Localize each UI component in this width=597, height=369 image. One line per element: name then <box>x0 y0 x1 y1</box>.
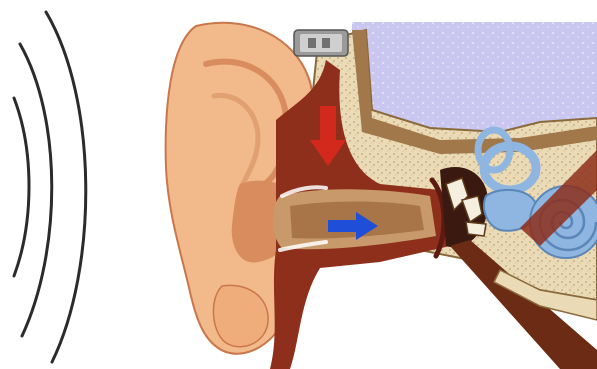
sound-wave-middle <box>20 44 52 336</box>
sound-waves <box>14 12 86 362</box>
stapes <box>466 222 486 236</box>
sound-wave-inner <box>14 98 29 276</box>
ear-tag <box>294 30 348 56</box>
